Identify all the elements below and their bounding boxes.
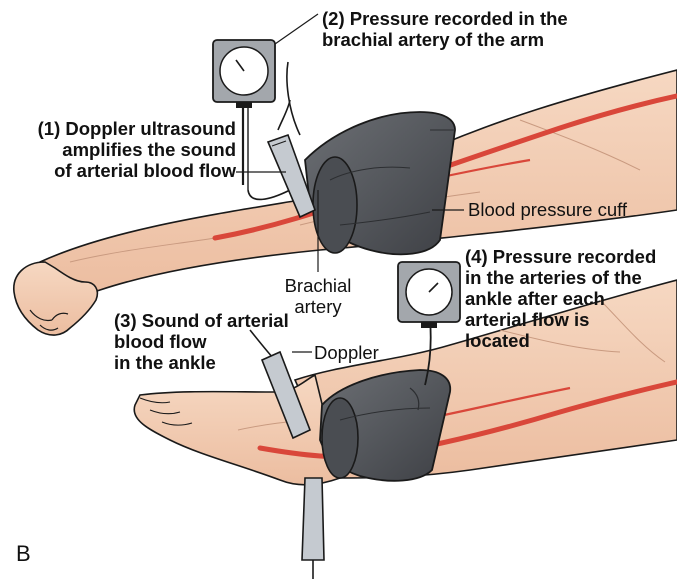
label-line: (2) Pressure recorded in the	[322, 8, 652, 29]
figure-letter: B	[16, 542, 31, 566]
label-line: of arterial blood flow	[4, 160, 236, 181]
label-line: amplifies the sound	[4, 139, 236, 160]
label-line: Blood pressure cuff	[468, 199, 673, 220]
label-line: located	[465, 330, 675, 351]
label-doppler: Doppler	[314, 342, 404, 363]
arm-cuff	[305, 112, 455, 254]
label-line: in the ankle	[114, 352, 304, 373]
label-blood-pressure-cuff: Blood pressure cuff	[468, 199, 673, 220]
label-line: brachial artery of the arm	[322, 29, 652, 50]
label-line: in the arteries of the	[465, 267, 675, 288]
ankle-doppler-probe-lower	[302, 478, 324, 579]
label-line: (3) Sound of arterial	[114, 310, 304, 331]
label-line: (4) Pressure recorded	[465, 246, 675, 267]
label-line: (1) Doppler ultrasound	[4, 118, 236, 139]
label-pressure-ankle: (4) Pressure recorded in the arteries of…	[465, 246, 675, 351]
label-line: ankle after each	[465, 288, 675, 309]
label-doppler-amplifies: (1) Doppler ultrasound amplifies the sou…	[4, 118, 236, 181]
label-pressure-brachial: (2) Pressure recorded in the brachial ar…	[322, 8, 652, 50]
label-line: blood flow	[114, 331, 304, 352]
label-line: arterial flow is	[465, 309, 675, 330]
label-sound-ankle: (3) Sound of arterial blood flow in the …	[114, 310, 304, 373]
label-line: Doppler	[314, 342, 404, 363]
label-line: Brachial	[278, 275, 358, 296]
figure-letter-text: B	[16, 541, 31, 566]
